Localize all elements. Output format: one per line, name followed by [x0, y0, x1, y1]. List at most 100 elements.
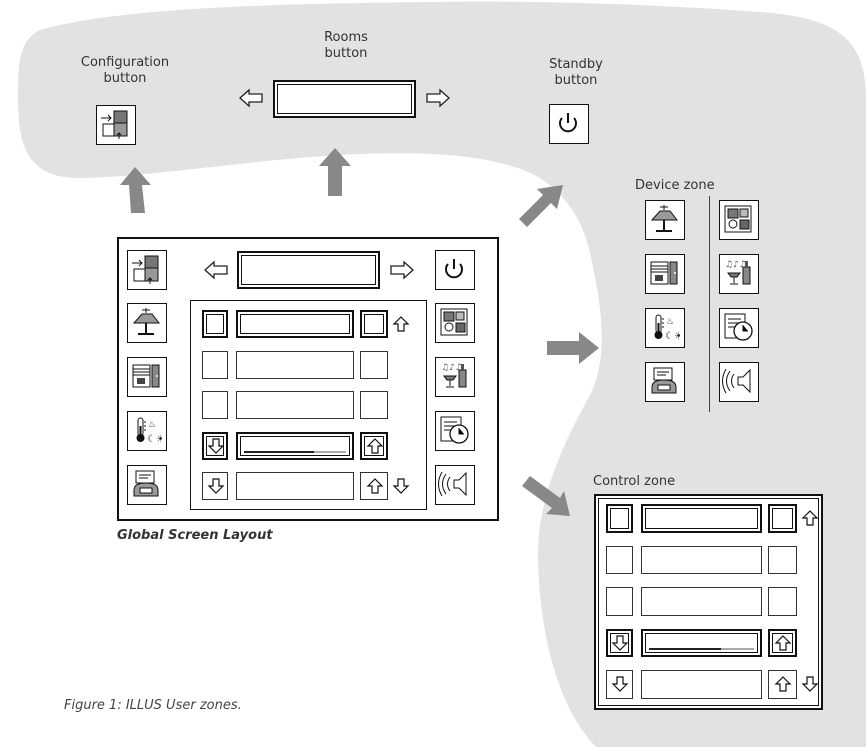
control-row-right-button[interactable] — [360, 350, 388, 379]
thermometer-icon: ♨ ☾☀ — [136, 417, 162, 445]
control-row-right-button[interactable] — [768, 545, 797, 575]
control-row-main-button[interactable] — [236, 472, 354, 500]
up-arrow-icon[interactable] — [774, 675, 792, 697]
rooms-right-arrow-icon[interactable] — [425, 88, 451, 108]
level-bar — [649, 648, 722, 651]
rooms-button[interactable] — [273, 80, 416, 118]
global-configuration-button[interactable] — [127, 250, 167, 290]
control-row-right-button[interactable] — [360, 310, 388, 338]
party-icon: ♫♪♫ — [725, 260, 751, 285]
up-arrow-icon[interactable] — [774, 634, 792, 656]
puzzle-icon — [132, 255, 159, 284]
control-row-up-button[interactable] — [768, 670, 797, 699]
control-row-left-button[interactable] — [606, 504, 633, 533]
window-blinds-button[interactable] — [127, 357, 167, 397]
arrow-to-rooms-icon — [319, 148, 351, 196]
control-row-slider[interactable] — [236, 431, 354, 460]
level-bar — [721, 648, 754, 651]
speaker-icon — [722, 368, 751, 394]
global-rooms-button[interactable] — [237, 251, 380, 289]
standby-button-label: Standby button — [549, 57, 603, 88]
lamp-button[interactable] — [127, 303, 167, 343]
speaker-button[interactable] — [719, 362, 759, 402]
party-button[interactable]: ♫♪♫ — [719, 254, 759, 294]
control-row-up-button[interactable] — [360, 431, 388, 460]
scroll-up-arrow-icon[interactable] — [801, 509, 819, 531]
configuration-button[interactable] — [96, 105, 136, 145]
window-blinds-button[interactable] — [645, 254, 685, 294]
phone-button[interactable] — [645, 362, 685, 402]
control-row-slider[interactable] — [641, 628, 763, 658]
control-zone-label: Control zone — [593, 474, 676, 489]
stereo-icon — [440, 308, 468, 336]
phone-button[interactable] — [127, 465, 167, 505]
svg-text:☾☀: ☾☀ — [665, 331, 680, 342]
scroll-down-arrow-icon[interactable] — [611, 675, 629, 697]
down-arrow-icon[interactable] — [392, 477, 410, 499]
down-arrow-icon[interactable] — [611, 634, 629, 656]
control-row-left-button[interactable] — [606, 545, 633, 575]
control-row-main-button[interactable] — [236, 310, 354, 338]
power-icon — [559, 113, 577, 133]
control-row-right-button[interactable] — [360, 391, 388, 419]
stereo-button[interactable] — [435, 303, 475, 343]
standby-button[interactable] — [549, 104, 589, 144]
down-arrow-icon[interactable] — [207, 437, 225, 459]
scroll-down-arrow-icon[interactable] — [207, 477, 225, 499]
thermometer-button[interactable]: ♨ ☾☀ — [127, 411, 167, 451]
svg-text:♫♪♫: ♫♪♫ — [725, 260, 747, 270]
control-row-main-button[interactable] — [641, 587, 763, 616]
up-arrow-icon[interactable] — [366, 437, 384, 459]
svg-text:♨: ♨ — [666, 317, 674, 327]
stereo-button[interactable] — [719, 200, 759, 240]
stereo-icon — [724, 205, 752, 233]
global-rooms-left-arrow-icon[interactable] — [203, 260, 229, 280]
speaker-icon — [438, 471, 467, 497]
party-button[interactable]: ♫♪♫ — [435, 357, 475, 397]
configuration-button-label: Configuration button — [80, 55, 170, 86]
global-layout-caption: Global Screen Layout — [117, 528, 273, 543]
control-row-main-button[interactable] — [236, 391, 354, 419]
power-icon — [445, 259, 463, 279]
control-row-left-button[interactable] — [606, 587, 633, 616]
scroll-up-arrow-icon[interactable] — [392, 315, 410, 337]
speaker-button[interactable] — [435, 465, 475, 505]
down-arrow-icon[interactable] — [801, 675, 819, 697]
window-blinds-icon — [650, 261, 678, 285]
device-zone-label: Device zone — [635, 178, 715, 193]
schedule-clock-button[interactable] — [435, 411, 475, 451]
control-row-main-button[interactable] — [236, 350, 354, 379]
control-row-left-button[interactable] — [202, 310, 228, 338]
arrow-to-device-zone-top-icon — [519, 185, 563, 227]
figure-caption: Figure 1: ILLUS User zones. — [64, 698, 242, 713]
phone-icon — [651, 367, 677, 394]
puzzle-icon — [101, 110, 128, 139]
control-row-up-button[interactable] — [768, 628, 797, 658]
schedule-clock-button[interactable] — [719, 308, 759, 348]
control-row-down-button[interactable] — [606, 628, 633, 658]
up-arrow-icon[interactable] — [366, 477, 384, 499]
lamp-icon — [132, 308, 161, 335]
control-row-main-button[interactable] — [641, 504, 763, 533]
schedule-clock-icon — [724, 313, 753, 341]
svg-text:♨: ♨ — [148, 420, 156, 430]
thermometer-button[interactable]: ♨ ☾☀ — [645, 308, 685, 348]
arrow-to-configuration-icon — [120, 167, 151, 213]
control-zone-inner-frame — [598, 498, 819, 706]
lamp-button[interactable] — [645, 200, 685, 240]
party-icon: ♫♪♫ — [441, 363, 467, 388]
control-row-left-button[interactable] — [202, 350, 228, 379]
control-row-main-button[interactable] — [641, 545, 763, 575]
control-row-right-button[interactable] — [768, 587, 797, 616]
phone-icon — [133, 470, 159, 497]
level-bar — [314, 450, 346, 453]
control-row-main-button[interactable] — [641, 670, 763, 699]
control-row-left-button[interactable] — [202, 391, 228, 419]
arrow-to-device-zone-icon — [547, 332, 599, 364]
rooms-left-arrow-icon[interactable] — [238, 88, 264, 108]
level-bar — [244, 450, 314, 453]
global-control-zone — [190, 300, 427, 510]
global-standby-button[interactable] — [435, 250, 475, 290]
global-rooms-right-arrow-icon[interactable] — [389, 260, 415, 280]
control-row-right-button[interactable] — [768, 504, 797, 533]
